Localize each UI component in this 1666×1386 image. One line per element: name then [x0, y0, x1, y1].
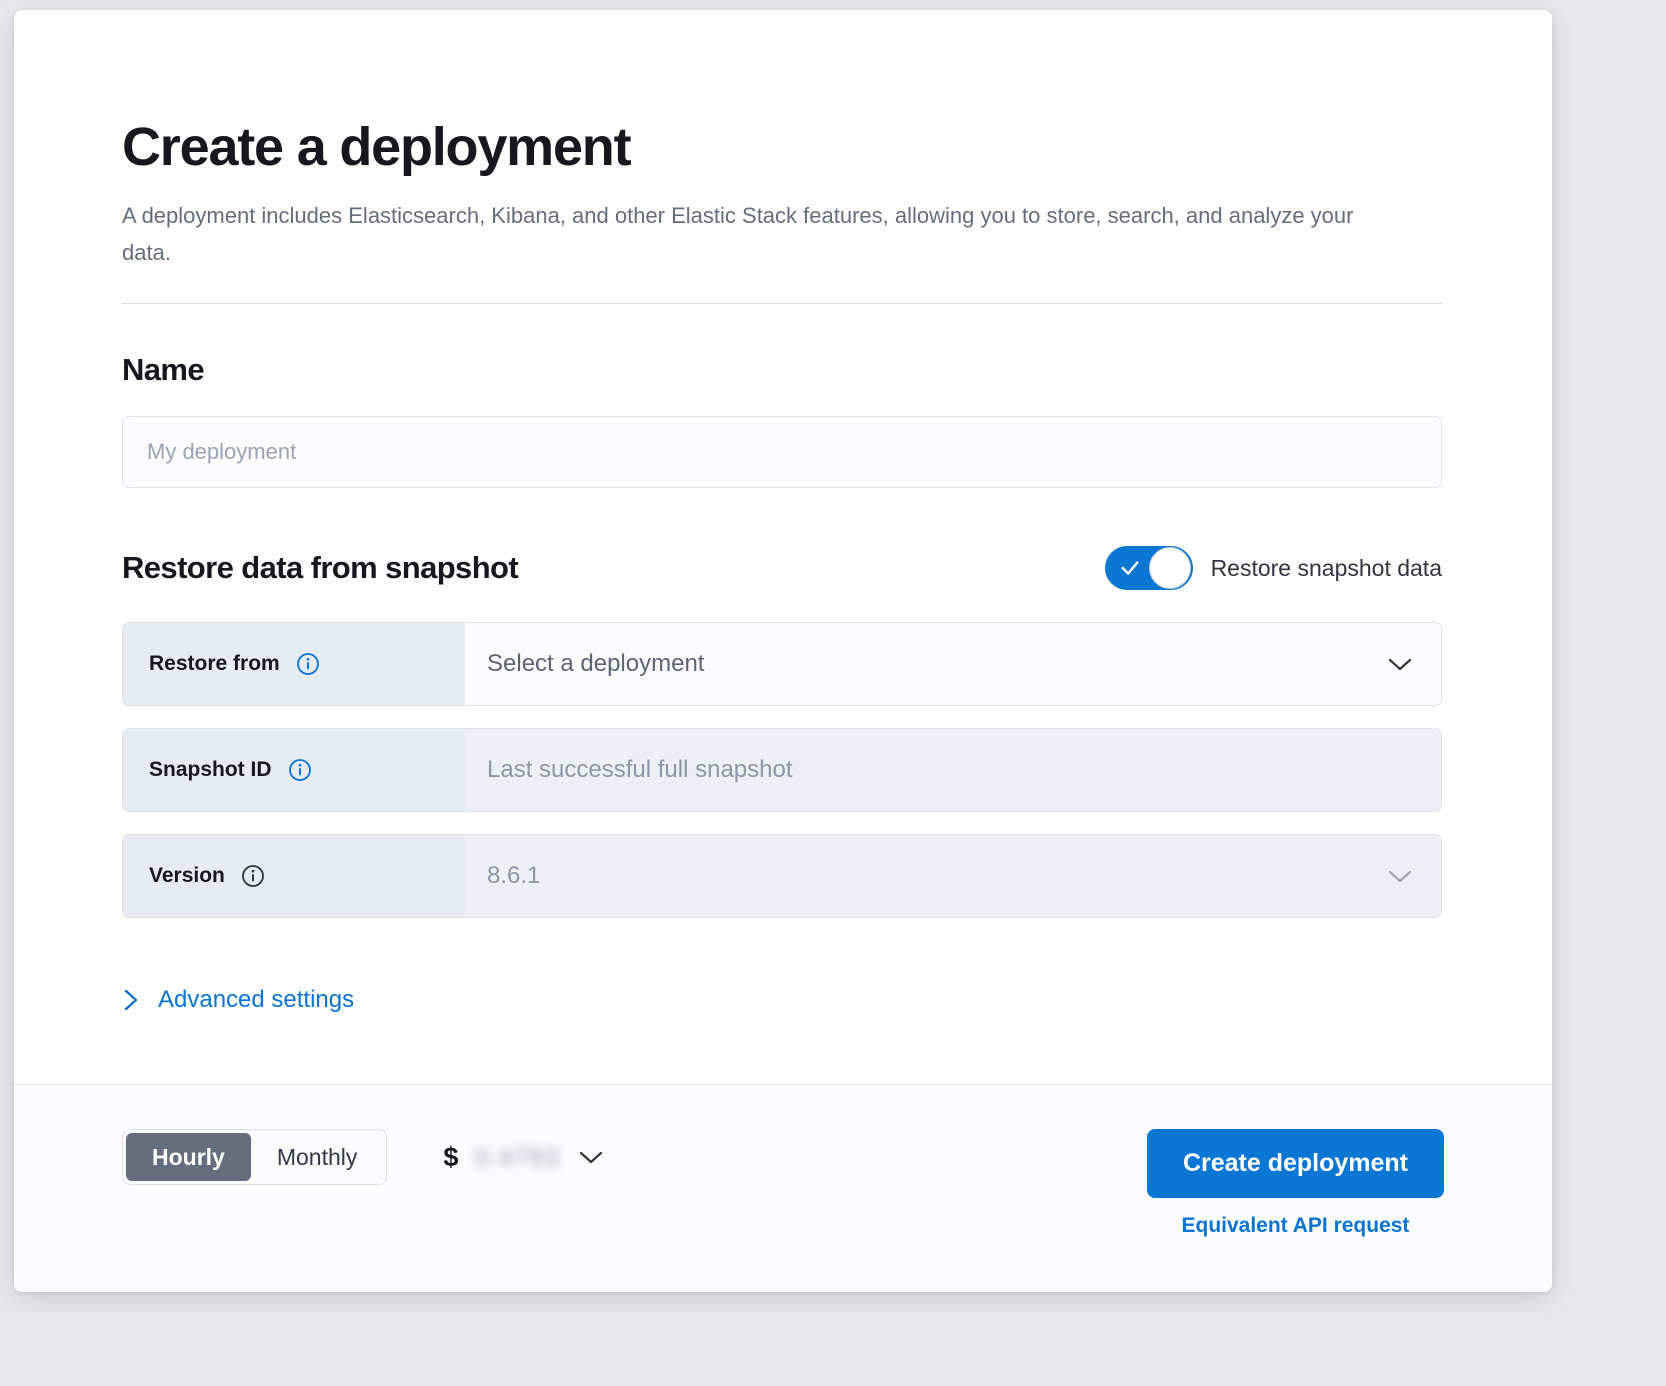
snapshot-id-row[interactable]: Snapshot ID Last successful full snapsho…	[122, 728, 1442, 812]
content-container: Create a deployment A deployment include…	[122, 118, 1442, 1018]
restore-from-row[interactable]: Restore from Select a deployment	[122, 622, 1442, 706]
restore-snapshot-toggle-group[interactable]: Restore snapshot data	[1105, 546, 1442, 590]
billing-option-hourly[interactable]: Hourly	[126, 1133, 251, 1181]
check-icon	[1119, 557, 1141, 579]
name-section: Name My deployment	[122, 352, 1442, 488]
currency-symbol: $	[443, 1142, 458, 1173]
advanced-settings-label: Advanced settings	[158, 986, 354, 1014]
footer-bar: Hourly Monthly $ 0.4793 Create deploymen…	[14, 1084, 1552, 1292]
version-value: 8.6.1	[487, 862, 540, 890]
restore-from-select[interactable]: Select a deployment	[465, 623, 1441, 705]
name-heading: Name	[122, 352, 1442, 388]
toggle-knob	[1149, 547, 1191, 589]
chevron-right-icon	[122, 987, 140, 1013]
restore-from-label-group: Restore from	[123, 623, 465, 705]
info-icon[interactable]	[288, 758, 312, 782]
restore-snapshot-toggle[interactable]	[1105, 546, 1193, 590]
footer-left-group: Hourly Monthly $ 0.4793	[122, 1129, 606, 1185]
snapshot-id-value: Last successful full snapshot	[487, 756, 793, 784]
snapshot-id-label-group: Snapshot ID	[123, 729, 465, 811]
footer-right-group: Create deployment Equivalent API request	[1147, 1129, 1444, 1238]
billing-option-monthly[interactable]: Monthly	[251, 1133, 384, 1181]
restore-snapshot-toggle-label: Restore snapshot data	[1211, 555, 1442, 582]
billing-period-segmented-control[interactable]: Hourly Monthly	[122, 1129, 387, 1185]
advanced-settings-toggle[interactable]: Advanced settings	[122, 986, 354, 1014]
form-body: Create a deployment A deployment include…	[14, 10, 1552, 1084]
equivalent-api-request-link[interactable]: Equivalent API request	[1181, 1214, 1409, 1238]
snapshot-id-input[interactable]: Last successful full snapshot	[465, 729, 1441, 811]
info-icon[interactable]	[241, 864, 265, 888]
snapshot-section-header: Restore data from snapshot Restore snaps…	[122, 546, 1442, 590]
create-deployment-window: Create a deployment A deployment include…	[14, 10, 1552, 1292]
restore-from-label: Restore from	[149, 652, 280, 676]
chevron-down-icon[interactable]	[1385, 655, 1415, 673]
chevron-down-icon[interactable]	[1385, 867, 1415, 885]
info-icon[interactable]	[296, 652, 320, 676]
deployment-name-placeholder: My deployment	[147, 439, 296, 465]
create-deployment-button[interactable]: Create deployment	[1147, 1129, 1444, 1198]
restore-from-value: Select a deployment	[487, 650, 704, 678]
price-display[interactable]: $ 0.4793	[443, 1142, 606, 1173]
page-description: A deployment includes Elasticsearch, Kib…	[122, 198, 1392, 271]
version-row[interactable]: Version 8.6.1	[122, 834, 1442, 918]
version-label: Version	[149, 864, 225, 888]
version-select[interactable]: 8.6.1	[465, 835, 1441, 917]
version-label-group: Version	[123, 835, 465, 917]
snapshot-id-label: Snapshot ID	[149, 758, 272, 782]
chevron-down-icon[interactable]	[576, 1148, 606, 1166]
header-divider	[122, 303, 1442, 304]
price-amount: 0.4793	[474, 1142, 560, 1173]
deployment-name-input[interactable]: My deployment	[122, 416, 1442, 488]
snapshot-heading: Restore data from snapshot	[122, 550, 518, 586]
page-title: Create a deployment	[122, 118, 1442, 176]
